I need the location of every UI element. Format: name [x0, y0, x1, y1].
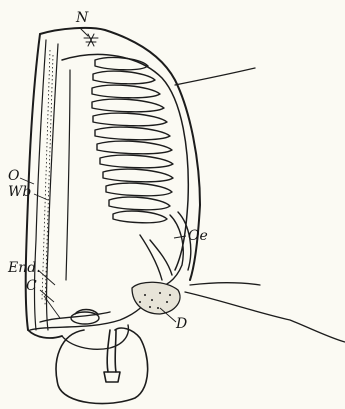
gill-slits: [92, 58, 173, 223]
nerve-structure: [80, 28, 98, 46]
label-C: C: [26, 278, 37, 294]
oesophagus: [140, 212, 191, 290]
label-N: N: [75, 10, 89, 26]
stalk-and-sac: [56, 328, 148, 403]
label-Oe: Oe: [188, 228, 208, 244]
label-D: D: [175, 316, 187, 332]
label-Wb: Wb: [8, 184, 31, 200]
label-End: End.: [7, 260, 41, 276]
label-O: O: [8, 168, 20, 184]
